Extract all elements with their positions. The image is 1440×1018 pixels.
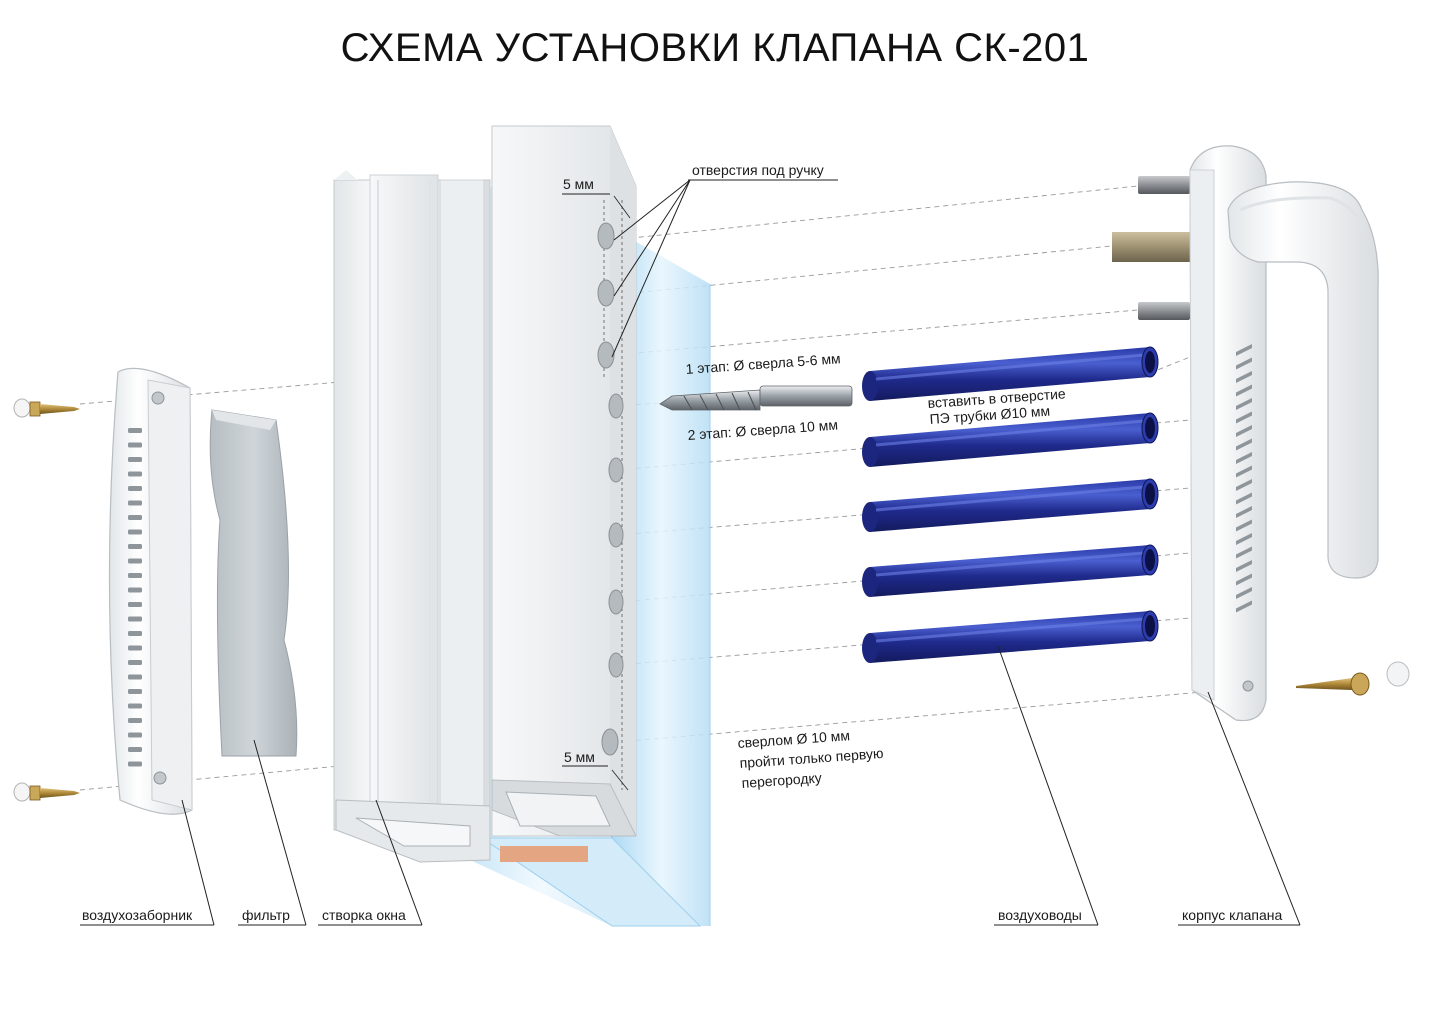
intake-slot	[128, 616, 142, 622]
filter-part	[209, 409, 298, 757]
part-label-filter: фильтр	[238, 739, 307, 926]
intake-slot	[128, 747, 142, 752]
valve-body-label: корпус клапана	[1182, 907, 1283, 923]
part-label-air-ducts: воздуховоды	[994, 645, 1099, 926]
valve-slot	[1236, 587, 1252, 599]
air-duct-pipes	[862, 346, 1159, 663]
intake-slot	[128, 718, 142, 723]
intake-slot	[128, 703, 142, 709]
annotation-offset-top: 5 мм	[562, 176, 631, 219]
valve-slot	[1236, 398, 1252, 410]
intake-slot	[128, 631, 142, 636]
valve-slot	[1236, 533, 1252, 545]
valve-slot	[1236, 465, 1252, 478]
air-intake-label: воздухозаборник	[82, 907, 193, 923]
filter-label: фильтр	[242, 907, 290, 923]
valve-slot	[1236, 560, 1252, 572]
valve-slot	[1236, 506, 1252, 518]
valve-slot	[1236, 344, 1252, 356]
air-duct-pipe	[862, 544, 1159, 597]
intake-slot	[128, 500, 142, 506]
intake-slot	[128, 761, 142, 767]
part-label-sash: створка окна	[318, 799, 423, 926]
air-duct-pipe	[862, 412, 1159, 467]
intake-slot	[128, 515, 142, 520]
drill-bit	[659, 385, 853, 411]
air-ducts-label: воздуховоды	[998, 907, 1082, 923]
part-label-air-intake: воздухозаборник	[80, 799, 215, 926]
drill-note-label-3: перегородку	[741, 769, 822, 791]
diagram-title: СХЕМА УСТАНОВКИ КЛАПАНА СК-201	[340, 26, 1090, 70]
intake-slot	[128, 732, 142, 738]
screw-bottom-left	[13, 782, 80, 802]
sash-holes	[597, 200, 624, 790]
sash-label: створка окна	[322, 907, 406, 923]
valve-slot	[1236, 438, 1252, 451]
intake-slot	[128, 587, 142, 593]
valve-slot	[1236, 384, 1252, 397]
offset-bottom-label: 5 мм	[564, 749, 595, 765]
intake-slot	[128, 544, 142, 549]
annotation-offset-bottom: 5 мм	[562, 749, 629, 791]
intake-slot	[128, 573, 142, 578]
valve-slot	[1236, 425, 1252, 437]
intake-slot	[128, 689, 142, 694]
offset-top-label: 5 мм	[563, 176, 594, 192]
valve-slot	[1236, 479, 1252, 491]
valve-slot	[1236, 573, 1252, 586]
screw-right	[1296, 661, 1410, 696]
air-duct-pipe	[862, 610, 1159, 663]
part-label-valve-body: корпус клапана	[1178, 691, 1301, 926]
valve-slot	[1236, 452, 1252, 464]
intake-slot	[128, 602, 142, 607]
valve-slot	[1236, 546, 1252, 559]
intake-slot	[128, 529, 142, 535]
valve-slot	[1236, 357, 1252, 370]
intake-slot	[128, 486, 142, 491]
intake-slot	[128, 457, 142, 462]
annotation-handle-holes: отверстия под ручку	[611, 162, 838, 358]
air-duct-pipe	[862, 346, 1159, 401]
intake-slot	[128, 645, 142, 651]
drill-note-label-1: сверлом Ø 10 мм	[737, 727, 850, 751]
valve-body-part	[1112, 145, 1379, 722]
valve-slot	[1236, 411, 1252, 424]
air-intake-part	[108, 367, 193, 815]
handle-holes-label: отверстия под ручку	[692, 162, 824, 178]
intake-slot	[128, 428, 142, 433]
valve-slot	[1236, 600, 1252, 613]
intake-slot	[128, 442, 142, 448]
intake-slot	[128, 558, 142, 564]
valve-slot	[1236, 492, 1252, 505]
intake-slot	[128, 674, 142, 680]
valve-slot	[1236, 519, 1252, 532]
intake-slot	[128, 660, 142, 665]
valve-slot	[1236, 371, 1252, 383]
screw-top-left	[13, 398, 80, 418]
air-duct-pipe	[862, 478, 1159, 532]
intake-slot	[128, 471, 142, 477]
window-sash-profile	[333, 125, 637, 863]
